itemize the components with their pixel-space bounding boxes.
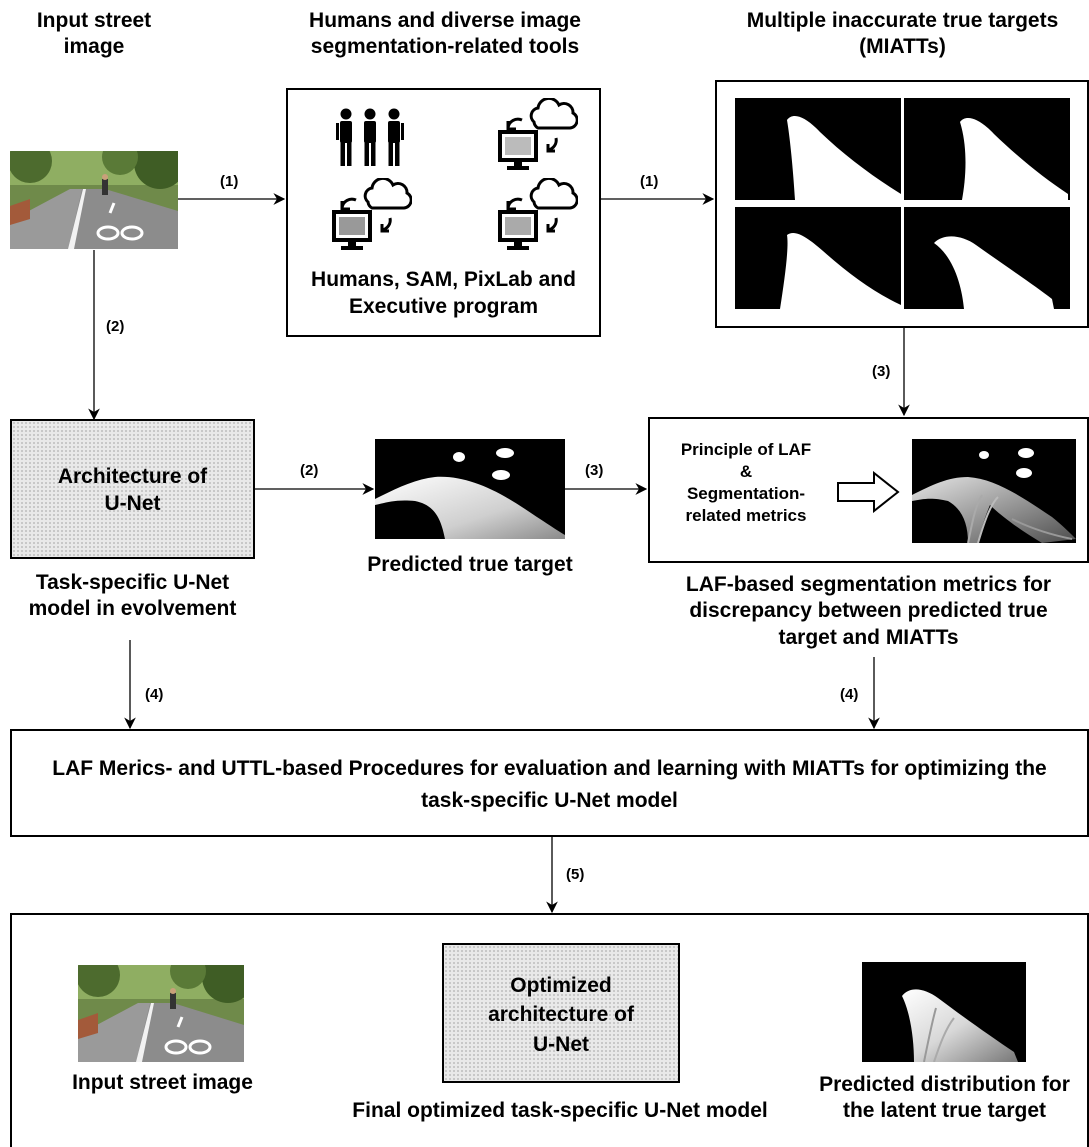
laf-box: Principle of LAF & Segmentation- related…: [648, 417, 1089, 563]
unet-caption: Task-specific U-Net model in evolvement: [28, 571, 237, 621]
miatt-mask-1: [735, 98, 901, 200]
tools-box: Humans, SAM, PixLab and Executive progra…: [286, 88, 601, 337]
miatts-title: Multiple inaccurate true targets (MIATTs…: [746, 9, 1059, 59]
input-title: Input street image: [36, 9, 152, 59]
tools-caption: Humans, SAM, PixLab and Executive progra…: [311, 268, 576, 319]
step-label: (3): [872, 363, 891, 380]
laf-principle-label: Principle of LAF & Segmentation- related…: [680, 440, 812, 526]
final-street-image: [78, 965, 244, 1062]
step-label: (1): [220, 173, 239, 190]
people-icon: [336, 108, 404, 166]
final-model-caption: Final optimized task-specific U-Net mode…: [352, 1099, 768, 1122]
laf-caption: LAF-based segmentation metrics for discr…: [685, 573, 1052, 649]
miatt-mask-2: [904, 98, 1070, 200]
cloud-computer-icon: [498, 178, 578, 250]
procedures-label: LAF Merics- and UTTL-based Procedures fo…: [52, 757, 1047, 812]
cloud-computer-icon: [498, 98, 578, 170]
step-label: (3): [585, 462, 604, 479]
step-label: (2): [106, 318, 125, 335]
cloud-computer-icon: [332, 178, 412, 250]
step-label: (2): [300, 462, 319, 479]
unet-architecture-box: Architecture of U-Net: [10, 419, 255, 559]
step-label: (5): [566, 866, 585, 883]
procedures-box: LAF Merics- and UTTL-based Procedures fo…: [10, 729, 1089, 837]
step-label: (4): [145, 686, 164, 703]
final-input-caption: Input street image: [72, 1071, 253, 1094]
laf-metric-image: [912, 439, 1076, 543]
distribution-caption: Predicted distribution for the latent tr…: [819, 1073, 1070, 1123]
tools-title: Humans and diverse image segmentation-re…: [309, 9, 581, 59]
predicted-caption: Predicted true target: [367, 553, 573, 576]
step-label: (4): [840, 686, 859, 703]
street-image: [10, 151, 178, 249]
miatts-box: [715, 80, 1089, 328]
miatt-mask-3: [735, 207, 901, 309]
optimized-unet-box: Optimized architecture of U-Net: [442, 943, 680, 1083]
distribution-image: [862, 962, 1026, 1062]
unet-architecture-label: Architecture of U-Net: [57, 465, 208, 516]
optimized-unet-label: Optimized architecture of U-Net: [488, 974, 634, 1056]
predicted-target-image: [375, 439, 565, 539]
miatt-mask-4: [904, 207, 1070, 309]
step-label: (1): [640, 173, 659, 190]
right-arrow-icon: [837, 471, 900, 513]
